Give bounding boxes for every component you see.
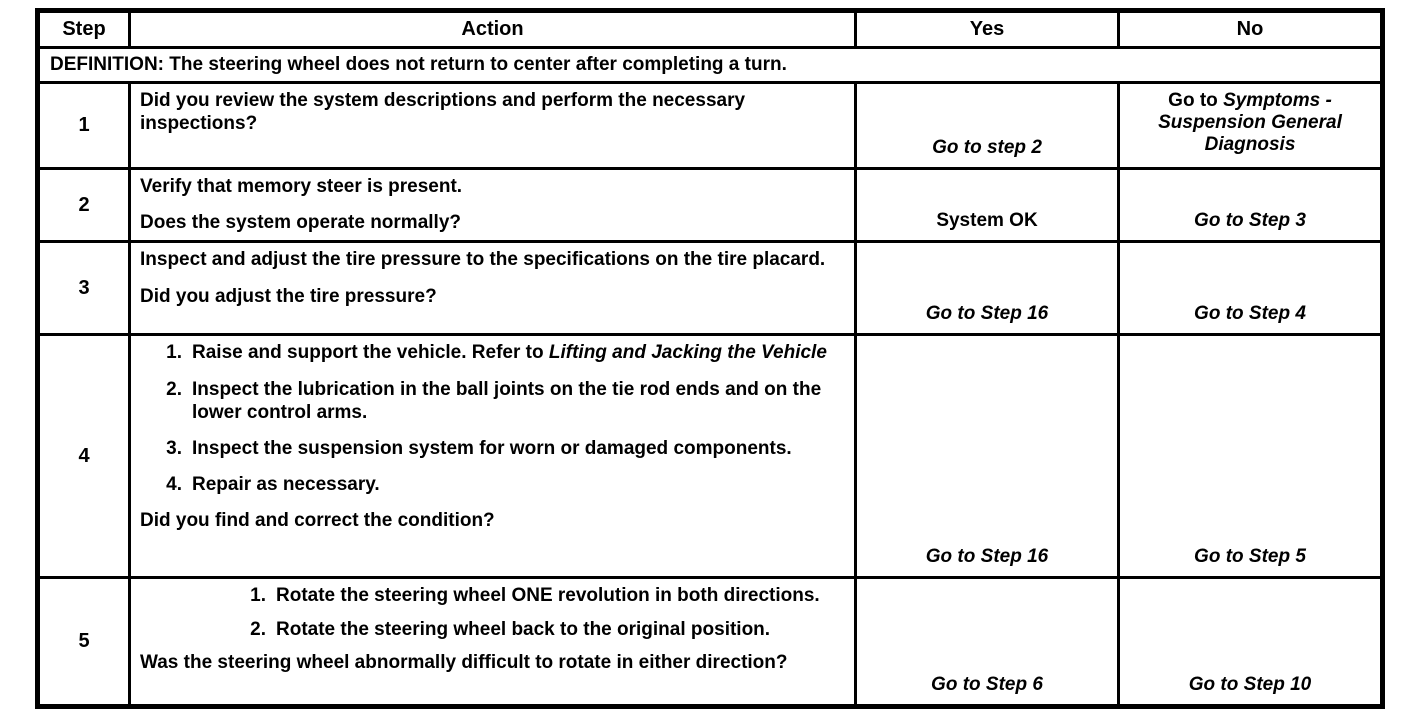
list-item-number: 1. <box>250 585 266 607</box>
step-number: 3 <box>36 240 131 337</box>
list-item: 4. Repair as necessary. <box>140 473 844 496</box>
list-item-number: 3. <box>166 437 182 459</box>
list-item-text: Inspect the suspension system for worn o… <box>192 437 792 459</box>
table-row-step-4: 4 1. Raise and support the vehicle. Refe… <box>36 333 1384 580</box>
step-number: 5 <box>36 576 131 709</box>
step-number: 2 <box>36 166 131 244</box>
list-item-text: Rotate the steering wheel back to the or… <box>276 618 771 640</box>
action-question: Was the steering wheel abnormally diffic… <box>140 651 788 673</box>
action-cell: Did you review the system descriptions a… <box>128 81 857 170</box>
no-prefix: Go to <box>1168 90 1224 111</box>
list-item-text: Raise and support the vehicle. Refer to … <box>192 341 844 364</box>
list-item-number: 4. <box>166 474 182 496</box>
action-cell: Verify that memory steer is present. Doe… <box>128 166 857 244</box>
col-header-no: No <box>1117 9 1384 49</box>
action-cell: 1. Rotate the steering wheel ONE revolut… <box>128 576 857 709</box>
table-row-step-2: 2 Verify that memory steer is present. D… <box>36 166 1384 244</box>
col-header-action: Action <box>128 9 857 49</box>
list-item: 1. Raise and support the vehicle. Refer … <box>140 341 844 364</box>
list-item-text: Repair as necessary. <box>192 474 380 496</box>
diagnostic-table: Step Action Yes No DEFINITION: The steer… <box>35 8 1385 710</box>
col-header-step: Step <box>36 9 131 49</box>
list-item-text: Inspect the lubrication in the ball join… <box>192 378 822 423</box>
header-row: Step Action Yes No <box>36 9 1384 49</box>
no-cell: Go to Step 5 <box>1117 333 1384 580</box>
yes-value: Go to Step 16 <box>925 546 1049 568</box>
action-cell: Inspect and adjust the tire pressure to … <box>128 240 857 337</box>
table-row-step-3: 3 Inspect and adjust the tire pressure t… <box>36 240 1384 337</box>
table-row-step-1: 1 Did you review the system descriptions… <box>36 81 1384 170</box>
action-question: Did you find and correct the condition? <box>140 510 495 532</box>
yes-value: Go to step 2 <box>932 137 1042 158</box>
list-item-text: Rotate the steering wheel ONE revolution… <box>276 585 820 607</box>
list-item: 3. Inspect the suspension system for wor… <box>140 437 844 460</box>
yes-value: Go to Step 6 <box>931 674 1043 696</box>
no-cell: Go to Step 3 <box>1117 166 1384 244</box>
list-item-reference: Lifting and Jacking the Vehicle <box>548 342 827 364</box>
action-question: Does the system operate normally? <box>140 212 461 234</box>
action-text: Did you review the system descriptions a… <box>140 90 746 135</box>
definition-row: DEFINITION: The steering wheel does not … <box>36 46 1384 84</box>
yes-cell: System OK <box>854 166 1120 244</box>
action-text: Inspect and adjust the tire pressure to … <box>140 249 826 271</box>
no-cell: Go to Step 10 <box>1117 576 1384 709</box>
list-item-number: 2. <box>250 618 266 640</box>
no-value: Go to Step 4 <box>1194 303 1306 325</box>
yes-cell: Go to Step 16 <box>854 240 1120 337</box>
yes-value: Go to Step 16 <box>925 303 1049 325</box>
yes-cell: Go to step 2 <box>854 81 1120 170</box>
table-row-step-5: 5 1. Rotate the steering wheel ONE revol… <box>36 576 1384 709</box>
list-item-text-plain: Raise and support the vehicle. Refer to <box>192 342 549 364</box>
list-item: 1. Rotate the steering wheel ONE revolut… <box>140 584 844 607</box>
list-item-number: 1. <box>166 342 182 364</box>
list-item: 2. Rotate the steering wheel back to the… <box>140 618 844 641</box>
yes-cell: Go to Step 6 <box>854 576 1120 709</box>
no-value: Go to Symptoms - Suspension General Diag… <box>1128 90 1372 156</box>
list-item: 2. Inspect the lubrication in the ball j… <box>140 378 844 424</box>
no-value: Go to Step 3 <box>1194 210 1306 232</box>
yes-cell: Go to Step 16 <box>854 333 1120 580</box>
no-value: Go to Step 5 <box>1194 546 1306 568</box>
definition-text: DEFINITION: The steering wheel does not … <box>36 46 1384 84</box>
yes-value: System OK <box>936 210 1038 232</box>
step-number: 1 <box>36 81 131 170</box>
action-cell: 1. Raise and support the vehicle. Refer … <box>128 333 857 580</box>
list-item-number: 2. <box>166 378 182 400</box>
action-question: Did you adjust the tire pressure? <box>140 285 437 307</box>
step-number: 4 <box>36 333 131 580</box>
col-header-yes: Yes <box>854 9 1120 49</box>
no-cell: Go to Symptoms - Suspension General Diag… <box>1117 81 1384 170</box>
no-cell: Go to Step 4 <box>1117 240 1384 337</box>
no-value: Go to Step 10 <box>1188 674 1312 696</box>
action-text: Verify that memory steer is present. <box>140 176 463 197</box>
no-reference: Symptoms - Suspension General Diagnosis <box>1158 90 1342 155</box>
